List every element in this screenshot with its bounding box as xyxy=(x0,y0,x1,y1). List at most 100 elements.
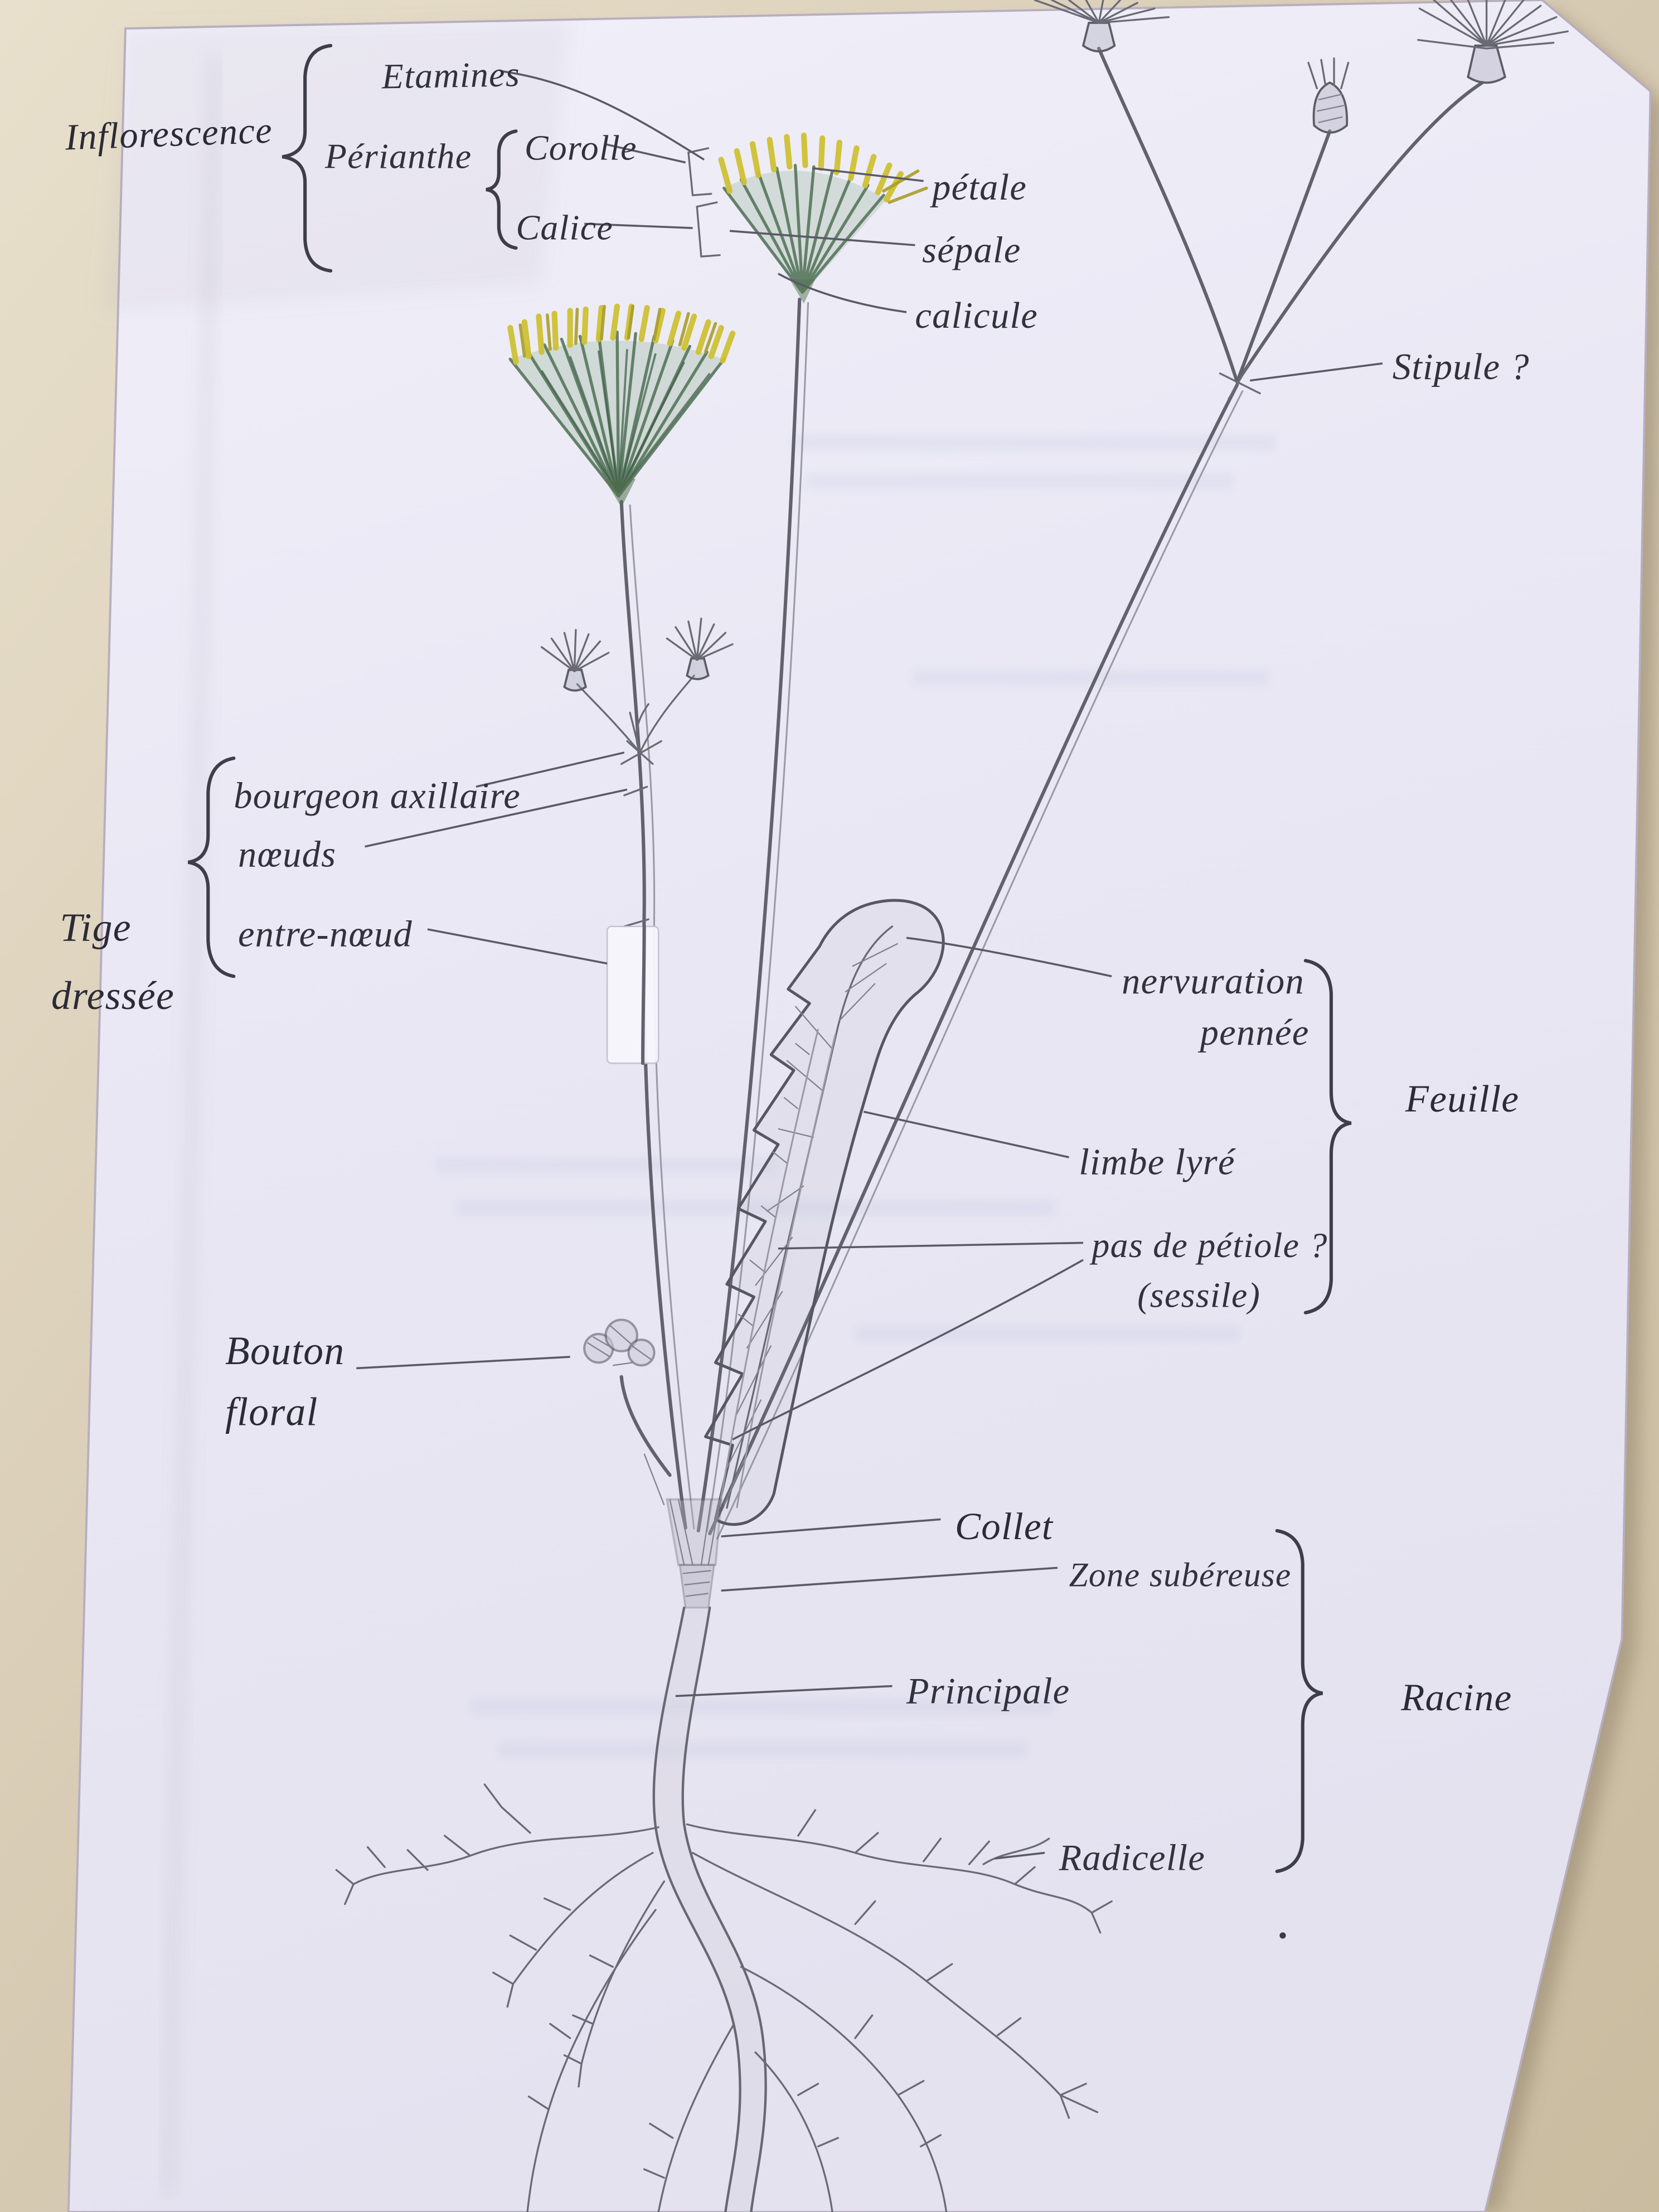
lateral-roots-bottom xyxy=(643,1966,948,2212)
flower-small-receptacle xyxy=(789,279,816,304)
leader-radicelle xyxy=(995,1851,1045,1860)
leaf xyxy=(704,899,945,1526)
lateral-roots-left xyxy=(335,1783,666,2212)
folded-leaf-edge-1 xyxy=(719,1029,819,1506)
closed-bud-hatching xyxy=(1317,93,1345,123)
crown xyxy=(643,1453,745,1609)
leader-collet xyxy=(721,1518,941,1537)
internode-stem-segment xyxy=(641,924,646,1065)
label-entre-noeud: entre-nœud xyxy=(238,914,413,955)
flower-small-petal-flicks xyxy=(882,169,928,204)
flower-bud-hatching xyxy=(586,1325,652,1366)
small-head-1-rays xyxy=(540,629,610,672)
label-feuille: Feuille xyxy=(1405,1077,1519,1120)
taproot-fill xyxy=(653,1607,766,2212)
leader-bouton-floral xyxy=(356,1356,570,1370)
label-calicule: calicule xyxy=(915,295,1038,336)
label-pas-de-petiole: pas de pétiole ? xyxy=(1089,1225,1327,1265)
node-tick-marks xyxy=(623,785,649,928)
leaf-blade-outline xyxy=(704,899,945,1526)
leader-pas-de-petiole-2 xyxy=(732,1259,1084,1440)
seedhead-top-rays xyxy=(1034,0,1170,24)
leader-principale xyxy=(675,1685,892,1697)
label-zone-subereuse: Zone subéreuse xyxy=(1069,1556,1292,1594)
brace-feuille xyxy=(1303,959,1352,1314)
axillary-stalks xyxy=(576,675,695,765)
label-stipule: Stipule ? xyxy=(1393,347,1530,387)
branch-node-marks xyxy=(1219,363,1261,400)
leader-sepale xyxy=(729,230,915,246)
folded-leaf-teeth xyxy=(738,1042,810,1326)
branch-to-seedhead-right xyxy=(1235,81,1485,384)
stray-pen-dot xyxy=(1279,1932,1286,1939)
leader-bourgeon-axillaire xyxy=(476,751,625,788)
flower-bud-stalk xyxy=(619,1375,672,1477)
leader-etamines xyxy=(501,70,705,161)
brace-perianthe xyxy=(486,129,518,250)
bracket-corolle xyxy=(687,147,712,197)
branch-to-seedhead-top xyxy=(1097,46,1239,384)
seedhead-top-cup xyxy=(1081,21,1116,52)
label-radicelle: Radicelle xyxy=(1059,1837,1205,1878)
stems xyxy=(619,46,1485,1540)
seedhead-top-right xyxy=(1417,0,1569,84)
brace-inflorescence xyxy=(282,43,333,273)
label-corolle: Corolle xyxy=(525,128,637,167)
paper-corner-shading xyxy=(99,20,570,314)
label-pennee: pennée xyxy=(1198,1012,1309,1053)
label-inflorescence: Inflorescence xyxy=(64,110,273,158)
flower-large-involucre-shading xyxy=(540,349,711,494)
label-principale: Principale xyxy=(906,1671,1070,1711)
flower-small-fan-fill xyxy=(724,171,887,295)
leader-calicule xyxy=(778,273,907,313)
root-system xyxy=(335,1606,1113,2212)
internode-patch xyxy=(606,925,659,1064)
small-head-2-rays xyxy=(666,617,734,661)
flower-large-petals-shading xyxy=(518,304,717,358)
label-limbe-lyre: limbe lyré xyxy=(1079,1142,1236,1183)
seedhead-top-centre xyxy=(1034,0,1170,52)
leader-entre-noeud xyxy=(427,928,608,965)
paper-crease xyxy=(164,57,217,2195)
flower-large-receptacle xyxy=(604,479,636,508)
leader-petale xyxy=(812,167,924,182)
flower-bud xyxy=(583,1318,672,1477)
stem-tall-right-edge xyxy=(716,390,1244,1540)
label-collet: Collet xyxy=(955,1505,1054,1548)
label-bouton: Bouton xyxy=(225,1329,345,1373)
leader-noeuds xyxy=(365,788,628,848)
label-calice: Calice xyxy=(516,208,614,248)
label-petale: pétale xyxy=(930,167,1027,208)
label-nervuration: nervuration xyxy=(1122,961,1304,1002)
bracket-calice xyxy=(696,201,721,258)
lateral-roots-right xyxy=(686,1809,1113,2119)
leader-lines xyxy=(356,70,1383,1860)
small-head-2-cup xyxy=(686,657,710,681)
brace-tige xyxy=(187,756,236,978)
taproot-left-edge xyxy=(652,1606,741,2212)
label-racine: Racine xyxy=(1400,1676,1512,1719)
label-sepale: sépale xyxy=(922,230,1021,270)
handwritten-labels: Inflorescence Etamines Périanthe Corolle… xyxy=(51,54,1530,1878)
label-dressee: dressée xyxy=(51,974,174,1018)
seedhead-right-cup xyxy=(1467,44,1507,84)
leader-stipule xyxy=(1249,362,1383,382)
label-sessile: (sessile) xyxy=(1137,1275,1260,1314)
taproot-right-edge xyxy=(681,1606,767,2212)
label-tige: Tige xyxy=(60,905,131,949)
folded-leaf-edge-2 xyxy=(736,1034,836,1508)
closed-bud-fringe xyxy=(1307,57,1350,90)
zone-subereuse-hatching xyxy=(682,1570,711,1597)
plant-drawing xyxy=(335,0,1569,2212)
label-bourgeon-axillaire: bourgeon axillaire xyxy=(234,776,521,817)
braces xyxy=(187,43,1352,1874)
flower-small-petals xyxy=(718,132,904,203)
stem-flower-small-edge xyxy=(706,302,809,1532)
leader-nervuration xyxy=(906,937,1112,978)
flower-head-large xyxy=(507,303,736,508)
zone-subereuse-band xyxy=(678,1564,715,1609)
flower-head-small xyxy=(687,132,928,304)
branch-to-bud xyxy=(1235,129,1332,384)
